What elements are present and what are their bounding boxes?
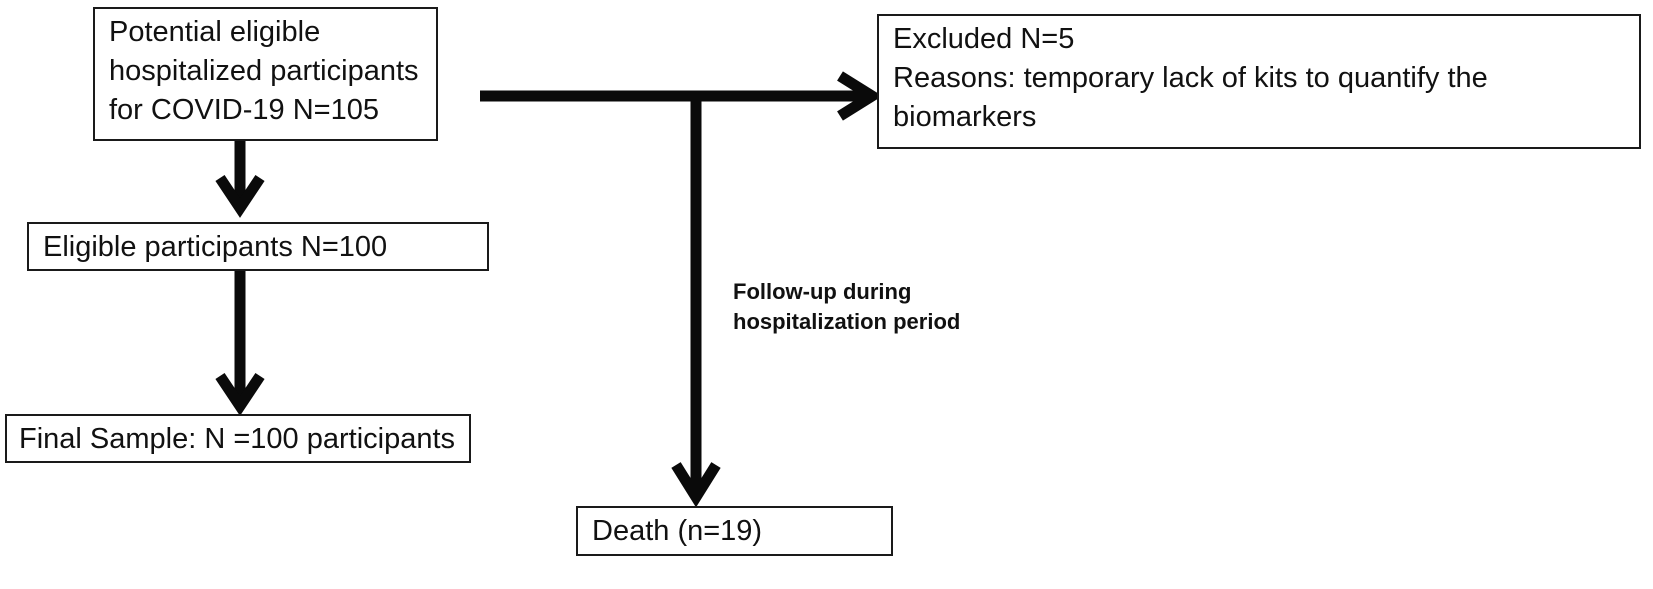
excluded-line-2: Reasons: temporary lack of kits to quant…	[893, 62, 1488, 94]
follow-up-line-2: hospitalization period	[733, 309, 961, 334]
death-text: Death (n=19)	[592, 515, 763, 547]
potential-line-2: hospitalized participants	[109, 55, 419, 87]
arrowhead-to-death	[671, 462, 721, 508]
follow-up-line-1: Follow-up during	[733, 279, 912, 304]
excluded-box: Excluded N=5 Reasons: temporary lack of …	[877, 14, 1641, 149]
arrowhead-eligible-to-final	[215, 372, 265, 416]
follow-up-label: Follow-up during hospitalization period	[733, 277, 960, 337]
potential-line-3: for COVID-19 N=105	[109, 94, 379, 126]
excluded-line-3: biomarkers	[893, 101, 1037, 133]
final-sample-box: Final Sample: N =100 participants	[5, 414, 471, 463]
final-text: Final Sample: N =100 participants	[19, 423, 456, 455]
arrowhead-to-excluded	[837, 71, 883, 121]
arrowhead-potential-to-eligible	[215, 174, 265, 218]
eligible-text: Eligible participants N=100	[43, 231, 388, 263]
excluded-line-1: Excluded N=5	[893, 23, 1075, 55]
death-box: Death (n=19)	[576, 506, 893, 556]
potential-participants-box: Potential eligible hospitalized particip…	[93, 7, 438, 141]
potential-line-1: Potential eligible	[109, 16, 321, 48]
eligible-participants-box: Eligible participants N=100	[27, 222, 489, 271]
